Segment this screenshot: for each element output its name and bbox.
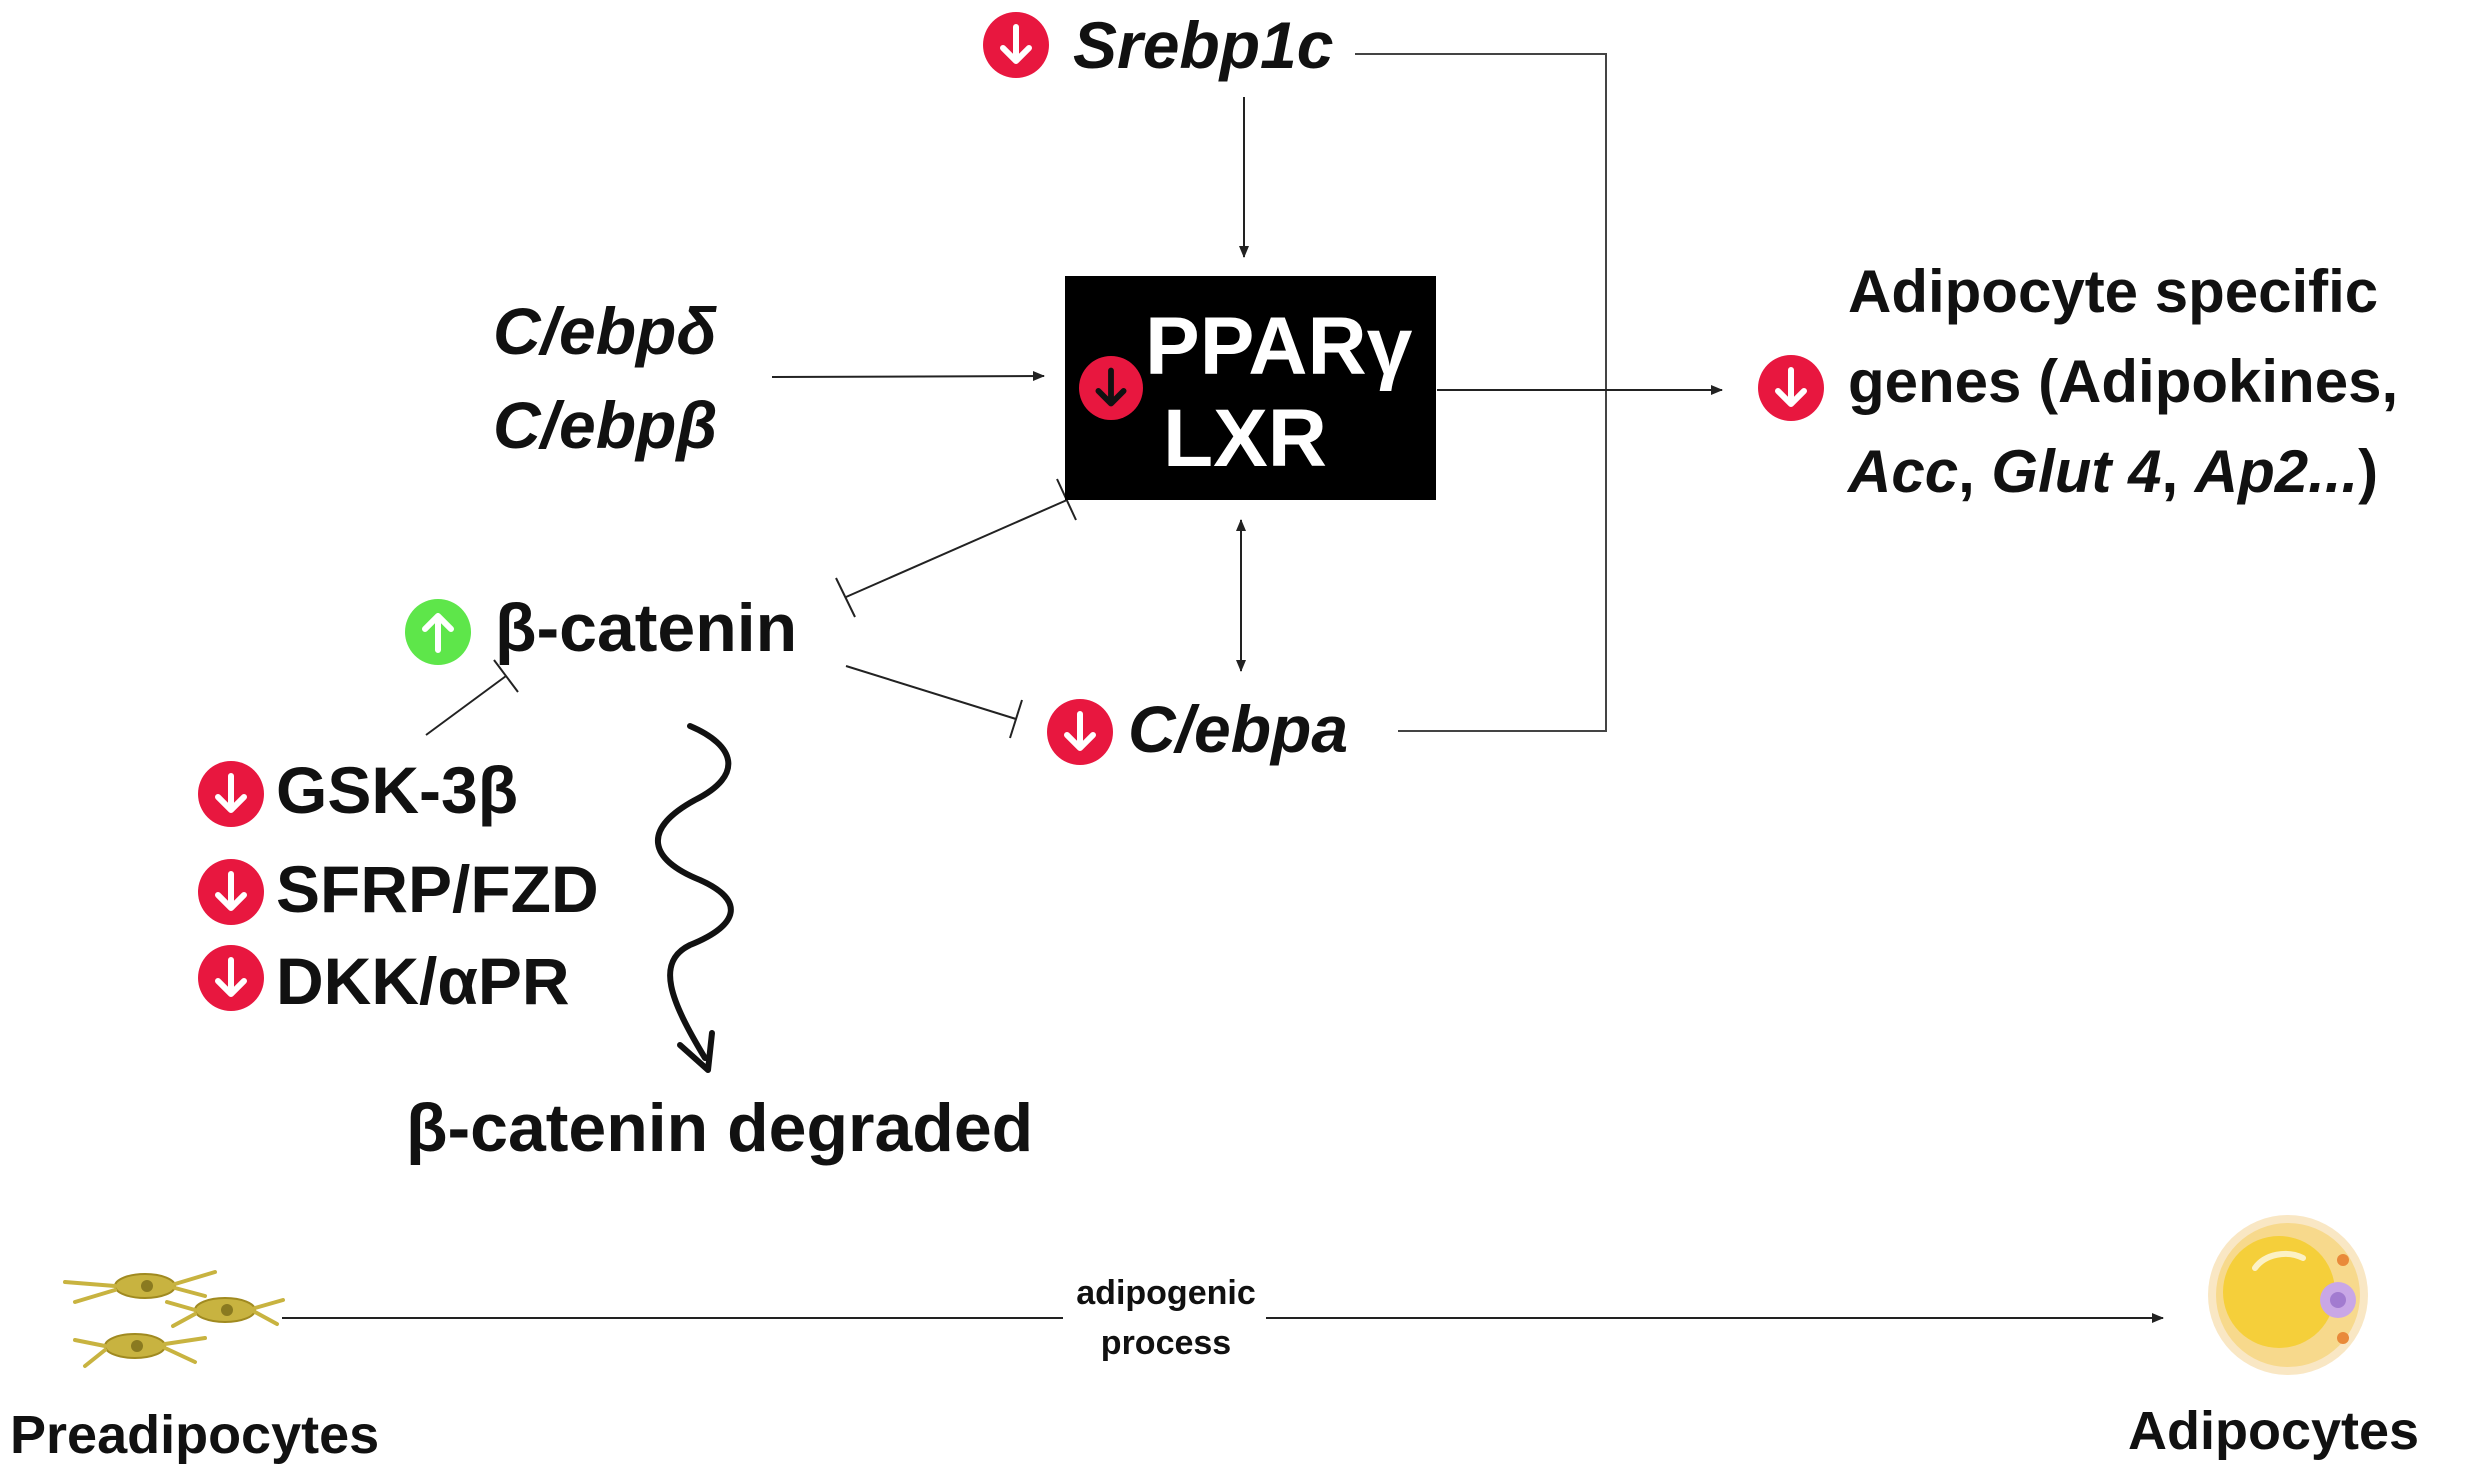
genes-line1: Adipocyte specific <box>1848 258 2379 325</box>
sfrp-fzd-label: SFRP/FZD <box>276 852 599 926</box>
cebpa-label: C/ebpa <box>1128 692 1349 766</box>
arrow-down-circle-icon <box>1758 355 1824 421</box>
bcatenin-inhibits-cebpa <box>845 665 1017 720</box>
inhibition-bar <box>835 577 856 618</box>
pparg-label: PPARγ <box>1145 301 1413 392</box>
genes-line2: genes (Adipokines, <box>1848 348 2399 415</box>
arrow-down-circle-icon <box>983 12 1049 78</box>
srebp1c-label: Srebp1c <box>1073 8 1334 82</box>
process-label-line1: adipogenic <box>1066 1268 1266 1318</box>
inhibition-bar <box>1009 699 1023 739</box>
adipocytes-label: Adipocytes <box>2128 1401 2420 1461</box>
degradation-wavy-arrow <box>654 723 734 1061</box>
gene-glut4: Glut 4 <box>1991 438 2162 505</box>
inhibition-bar <box>493 659 519 693</box>
lxr-label: LXR <box>1163 393 1327 484</box>
beta-catenin-label: β-catenin <box>495 590 798 666</box>
srebp-cebpa-link <box>1355 53 1607 732</box>
pparg-lxr-box: PPARγ LXR <box>1065 276 1436 500</box>
gene-close-paren: ) <box>2358 438 2379 505</box>
preadipocyte-cells-icon <box>63 1270 285 1368</box>
bcatenin-inhibits-pparg <box>845 499 1068 598</box>
arrow-down-circle-icon <box>198 761 264 827</box>
adipocyte-cell-icon <box>2208 1215 2368 1375</box>
gene-acc: Acc <box>1848 438 1959 505</box>
cebp-delta-label: C/ebpδ <box>493 294 717 368</box>
gene-ap2: Ap2... <box>2194 438 2359 505</box>
process-label-line2: process <box>1066 1318 1266 1368</box>
genes-line3: Acc, Glut 4, Ap2...) <box>1848 442 2378 502</box>
cebp-beta-label: C/ebpβ <box>493 388 718 462</box>
wavy-arrowhead <box>677 1030 715 1073</box>
gene-sep: , <box>2161 438 2195 505</box>
arrow-up-circle-icon <box>405 599 471 665</box>
arrow-down-circle-icon <box>1079 356 1143 420</box>
beta-catenin-degraded-label: β-catenin degraded <box>406 1090 1034 1166</box>
preadipocytes-label: Preadipocytes <box>10 1405 380 1465</box>
gsk-inhibits-bcatenin <box>425 675 507 736</box>
arrow-down-circle-icon <box>198 859 264 925</box>
dkk-apr-label: DKK/αPR <box>276 944 570 1018</box>
gsk3b-label: GSK-3β <box>276 753 518 827</box>
gene-sep: , <box>1958 438 1992 505</box>
arrow-down-circle-icon <box>198 945 264 1011</box>
cebp-to-pparg-arrow <box>771 371 1045 382</box>
arrow-down-circle-icon <box>1047 699 1113 765</box>
